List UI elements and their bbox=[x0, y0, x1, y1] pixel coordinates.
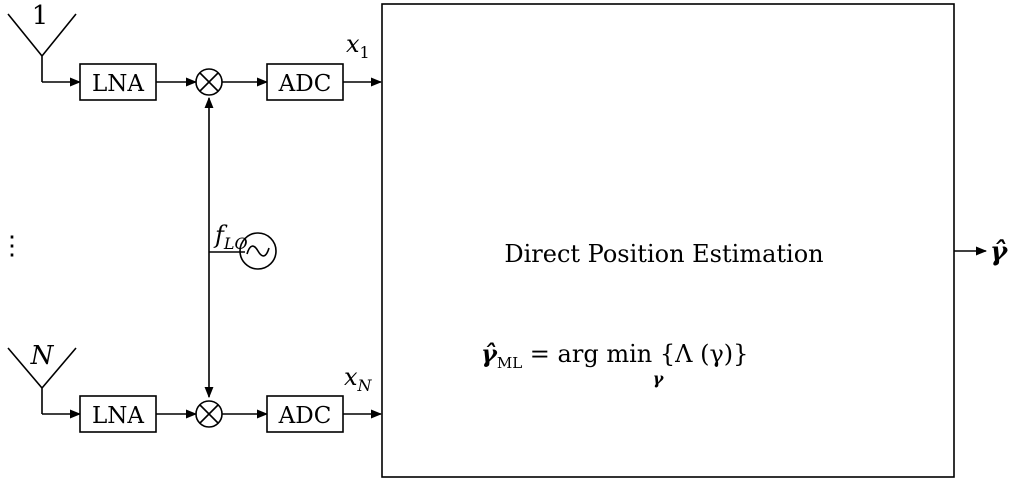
adc-n-label: ADC bbox=[278, 403, 332, 429]
adc-1-box bbox=[266, 63, 344, 101]
formula-rhs: {Λ (γ)} bbox=[660, 340, 749, 368]
antenna-1-label: 1 bbox=[32, 1, 49, 31]
lna-n-box bbox=[79, 395, 157, 433]
lna-1-box bbox=[79, 63, 157, 101]
output-xn-label: xN bbox=[344, 363, 373, 395]
formula-lhs: γ̂ bbox=[481, 339, 498, 368]
antenna-1 bbox=[7, 13, 77, 82]
antenna-ellipsis: ⋮ bbox=[0, 231, 25, 261]
lna-n-label: LNA bbox=[92, 403, 144, 429]
mixer-1-icon bbox=[195, 68, 223, 96]
adc-1-label: ADC bbox=[278, 71, 332, 97]
antenna-n bbox=[7, 347, 77, 414]
formula-lhs-sub: ML bbox=[497, 354, 522, 372]
formula-min-subscript: γ bbox=[653, 369, 665, 388]
mixer-n-icon bbox=[195, 400, 223, 428]
dpe-block-title: Direct Position Estimation bbox=[504, 240, 823, 268]
oscillator-icon bbox=[239, 232, 277, 270]
lo-frequency-label: fLO bbox=[213, 221, 248, 253]
formula-eq: = arg min bbox=[522, 340, 660, 368]
antenna-n-label: N bbox=[30, 341, 55, 371]
output-gamma-hat: γ̂ bbox=[990, 237, 1009, 267]
lna-1-label: LNA bbox=[92, 71, 144, 97]
output-x1-label: x1 bbox=[346, 30, 370, 62]
ml-estimator-formula: γ̂ML = arg min {Λ (γ)} γ bbox=[481, 339, 748, 388]
svg-text:γ̂ML = arg min {Λ (γ)}: γ̂ML = arg min {Λ (γ)} bbox=[481, 339, 748, 372]
dpe-block bbox=[381, 3, 955, 478]
adc-n-box bbox=[266, 395, 344, 433]
